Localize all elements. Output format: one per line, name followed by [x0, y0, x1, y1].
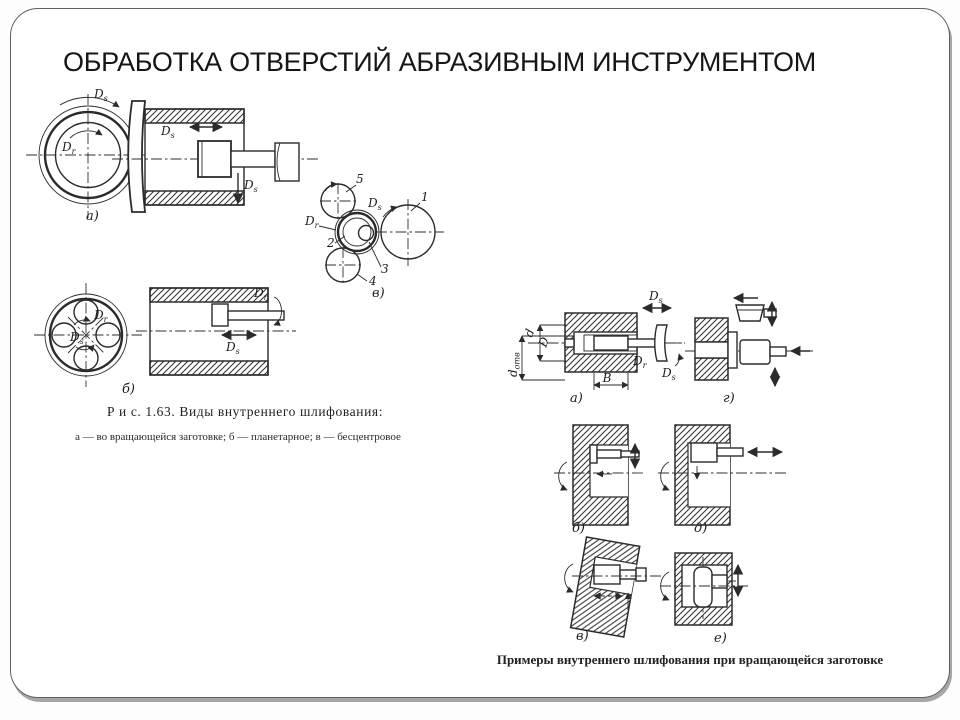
part-label-b: б)	[122, 382, 135, 397]
figex-v-section: в)	[564, 536, 662, 644]
label-dr-spindle: Dr	[253, 286, 269, 302]
label-dim-d-hole: dотв	[506, 352, 522, 377]
fig163-v-centerless-view: 5 1 Ds Dr 2 3 4 в)	[304, 172, 444, 301]
label-ds-planetary: Ds	[69, 330, 84, 346]
figex-d-section: д)	[658, 424, 788, 536]
label-ds-feed: Ds	[243, 178, 258, 194]
label-ds-stroke: Ds	[225, 340, 240, 356]
part-label-ex-a: а)	[570, 391, 583, 406]
label-wheel-3: 3	[381, 262, 389, 276]
fig163-caption-title: Р и с. 1.63. Виды внутреннего шлифования…	[107, 404, 383, 419]
part-label-ex-v: в)	[576, 629, 589, 644]
label-dr-workpiece: Dr	[61, 140, 77, 156]
fig163-a-side-view: Ds Ds а)	[86, 100, 320, 224]
label-dr-workpiece-v: Dr	[304, 214, 320, 230]
label-dim-B: B	[602, 371, 612, 385]
label-ds-wheel-v: Ds	[367, 196, 382, 212]
label-ds-traverse: Ds	[648, 289, 663, 305]
slide-title: ОБРАБОТКА ОТВЕРСТИЙ АБРАЗИВНЫМ ИНСТРУМЕН…	[63, 47, 816, 77]
label-roller-4: 4	[368, 274, 377, 288]
figure-1-63-types-of-internal-grinding: Ds Dr Ds Ds а) 5	[26, 87, 444, 443]
label-ds-rotation: Ds	[93, 87, 108, 103]
label-dr-wheel-a: Dr	[632, 354, 648, 370]
label-dim-d: d	[522, 327, 538, 339]
label-ds-driver: Ds	[661, 366, 676, 382]
part-label-ex-g: г)	[723, 391, 735, 406]
fig163-b-side-view: Dr Ds	[136, 286, 296, 376]
part-label-ex-b: б)	[572, 521, 585, 536]
part-label-ex-d: д)	[694, 521, 707, 536]
label-dr-planetary: Dr	[93, 308, 109, 324]
label-workpiece-2: 2	[326, 236, 335, 250]
label-dim-D: D	[535, 335, 552, 350]
part-label-v: в)	[372, 286, 385, 301]
figex-g-section: г)	[685, 292, 815, 406]
fig163-caption-subtitle: а — во вращающейся заготовке; б — планет…	[75, 431, 401, 443]
figure-internal-grinding-examples: Ds Dr Ds d D dотв B а) г)	[497, 289, 884, 667]
part-label-a: а)	[86, 209, 99, 224]
label-roller-1: 1	[421, 190, 429, 204]
figex-caption: Примеры внутреннего шлифования при враща…	[497, 652, 884, 667]
label-ds-wheel: Ds	[160, 124, 175, 140]
figex-b-section: б)	[554, 424, 646, 536]
figex-a-section: Ds Dr Ds d D dотв B а)	[506, 289, 685, 406]
part-label-ex-e: е)	[714, 631, 727, 646]
fig163-b-front-view: Dr Ds б)	[34, 283, 142, 397]
label-roller-5: 5	[356, 172, 364, 186]
figex-e-section: е)	[660, 552, 748, 646]
